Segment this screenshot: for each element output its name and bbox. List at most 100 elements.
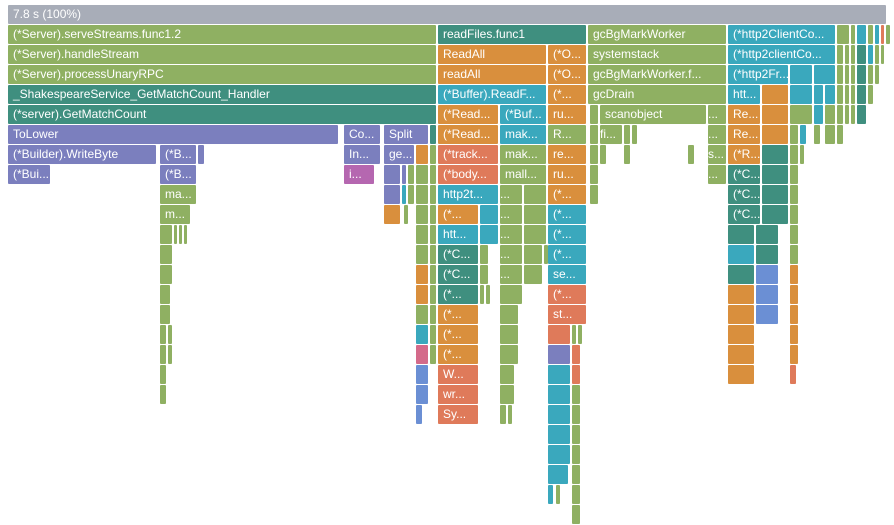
flame-frame-d20-0[interactable]: [416, 405, 422, 424]
flame-frame-d17-8[interactable]: [728, 345, 754, 364]
flame-frame-d14-9[interactable]: [756, 285, 778, 304]
flame-frame-d25-0[interactable]: [572, 505, 580, 524]
flame-frame-d3-11[interactable]: [868, 65, 873, 84]
flame-frame-d5-15[interactable]: [857, 105, 866, 124]
flame-frame-d12-7[interactable]: [544, 245, 548, 264]
flame-frame-d1-10[interactable]: [886, 25, 890, 44]
flame-frame-d1-8[interactable]: [875, 25, 879, 44]
flame-frame-d2-11[interactable]: [881, 45, 884, 64]
flame-frame-d18-1[interactable]: [416, 365, 428, 384]
flame-frame-d14-1[interactable]: [416, 285, 428, 304]
flame-frame-d3-10[interactable]: [857, 65, 866, 84]
flame-frame-d6-11[interactable]: ...: [708, 125, 726, 144]
flame-frame-d10-8[interactable]: [524, 205, 546, 224]
flame-frame-d6-15[interactable]: [800, 125, 806, 144]
flame-frame-d1-7[interactable]: [868, 25, 873, 44]
flame-frame-d6-12[interactable]: Re...: [728, 125, 760, 144]
flame-frame-d18-6[interactable]: [728, 365, 754, 384]
flame-frame-d15-7[interactable]: [756, 305, 778, 324]
flame-frame-d19-0[interactable]: [160, 385, 166, 404]
flame-frame-d8-1[interactable]: (*B...: [160, 165, 196, 184]
flame-frame-d7-10[interactable]: [590, 145, 598, 164]
flame-frame-d4-3[interactable]: gcDrain: [588, 85, 726, 104]
flame-frame-d8-0[interactable]: (*Bui...: [8, 165, 50, 184]
flame-frame-d20-4[interactable]: [548, 405, 570, 424]
flame-frame-d19-3[interactable]: [500, 385, 514, 404]
flame-frame-d7-7[interactable]: (*track...: [438, 145, 498, 164]
flame-frame-d8-5[interactable]: [408, 165, 414, 184]
flame-frame-d13-7[interactable]: se...: [548, 265, 586, 284]
flame-frame-d13-2[interactable]: [430, 265, 436, 284]
flame-frame-d4-6[interactable]: [790, 85, 812, 104]
flame-frame-d10-10[interactable]: (*C...: [728, 205, 760, 224]
flame-frame-d11-13[interactable]: [790, 225, 798, 244]
flame-frame-d14-3[interactable]: (*...: [438, 285, 478, 304]
flame-frame-d17-4[interactable]: (*...: [438, 345, 478, 364]
flame-frame-d4-4[interactable]: htt...: [728, 85, 760, 104]
flame-frame-d16-6[interactable]: [548, 325, 570, 344]
flame-frame-d8-8[interactable]: (*body...: [438, 165, 498, 184]
flame-frame-d2-6[interactable]: [845, 45, 849, 64]
flame-frame-d7-0[interactable]: (*Builder).WriteByte: [8, 145, 156, 164]
flame-frame-d19-2[interactable]: wr...: [438, 385, 478, 404]
flame-frame-d9-10[interactable]: [590, 185, 598, 204]
flame-frame-d3-4[interactable]: (*http2Fr...: [728, 65, 788, 84]
flame-frame-d16-9[interactable]: [728, 325, 754, 344]
flame-frame-d3-1[interactable]: readAll: [438, 65, 546, 84]
flame-frame-d14-4[interactable]: [480, 285, 484, 304]
flame-frame-d7-13[interactable]: [688, 145, 694, 164]
flame-frame-d9-3[interactable]: [408, 185, 414, 204]
flame-frame-d5-2[interactable]: (*Buf...: [500, 105, 546, 124]
flame-frame-d12-5[interactable]: ...: [500, 245, 522, 264]
flame-frame-d12-9[interactable]: [728, 245, 754, 264]
flame-frame-d9-7[interactable]: ...: [500, 185, 522, 204]
flame-frame-d8-9[interactable]: mall...: [500, 165, 546, 184]
flame-frame-d8-14[interactable]: [762, 165, 788, 184]
flame-frame-d21-1[interactable]: [572, 425, 580, 444]
flame-frame-d13-6[interactable]: [524, 265, 542, 284]
flame-frame-d16-10[interactable]: [790, 325, 798, 344]
flame-frame-d9-11[interactable]: (*C...: [728, 185, 760, 204]
flame-frame-d21-0[interactable]: [548, 425, 570, 444]
flame-frame-d7-9[interactable]: re...: [548, 145, 586, 164]
flame-frame-d6-14[interactable]: [790, 125, 798, 144]
flame-frame-d12-0[interactable]: [160, 245, 172, 264]
flame-frame-d5-8[interactable]: [762, 105, 788, 124]
flame-frame-d24-0[interactable]: [548, 485, 553, 504]
flame-frame-d24-2[interactable]: [572, 485, 580, 504]
flame-frame-d9-9[interactable]: (*...: [548, 185, 586, 204]
flame-frame-d12-4[interactable]: [480, 245, 488, 264]
flame-frame-d4-11[interactable]: [851, 85, 855, 104]
flame-frame-d17-2[interactable]: [416, 345, 428, 364]
flame-frame-d11-5[interactable]: [430, 225, 436, 244]
flame-frame-d16-0[interactable]: [160, 325, 166, 344]
flame-frame-d11-7[interactable]: [480, 225, 498, 244]
flame-frame-d8-7[interactable]: [430, 165, 436, 184]
flame-frame-d18-4[interactable]: [548, 365, 570, 384]
flame-frame-d7-12[interactable]: [624, 145, 630, 164]
flame-frame-d15-4[interactable]: [500, 305, 518, 324]
flame-frame-d23-0[interactable]: [548, 465, 568, 484]
flame-frame-d2-8[interactable]: [857, 45, 866, 64]
flame-frame-d12-11[interactable]: [790, 245, 798, 264]
flame-frame-d6-18[interactable]: [837, 125, 843, 144]
flame-frame-d15-5[interactable]: st...: [548, 305, 586, 324]
flame-frame-d11-3[interactable]: [184, 225, 187, 244]
flame-frame-d5-11[interactable]: [825, 105, 835, 124]
flame-frame-d9-1[interactable]: [384, 185, 400, 204]
flame-frame-d2-10[interactable]: [875, 45, 879, 64]
flame-frame-d17-3[interactable]: [430, 345, 436, 364]
flame-frame-d5-3[interactable]: ru...: [548, 105, 586, 124]
flame-frame-d10-6[interactable]: [480, 205, 498, 224]
flame-frame-d1-1[interactable]: readFiles.func1: [438, 25, 586, 44]
flame-frame-d5-9[interactable]: [790, 105, 812, 124]
flame-frame-d16-5[interactable]: [500, 325, 518, 344]
flame-frame-d6-0[interactable]: ToLower: [8, 125, 338, 144]
flame-frame-d9-2[interactable]: [402, 185, 406, 204]
flame-frame-d8-15[interactable]: [790, 165, 798, 184]
flame-frame-d11-6[interactable]: htt...: [438, 225, 478, 244]
flame-frame-d10-3[interactable]: [416, 205, 428, 224]
flame-frame-d7-4[interactable]: ge...: [384, 145, 414, 164]
flame-frame-d13-10[interactable]: [790, 265, 798, 284]
